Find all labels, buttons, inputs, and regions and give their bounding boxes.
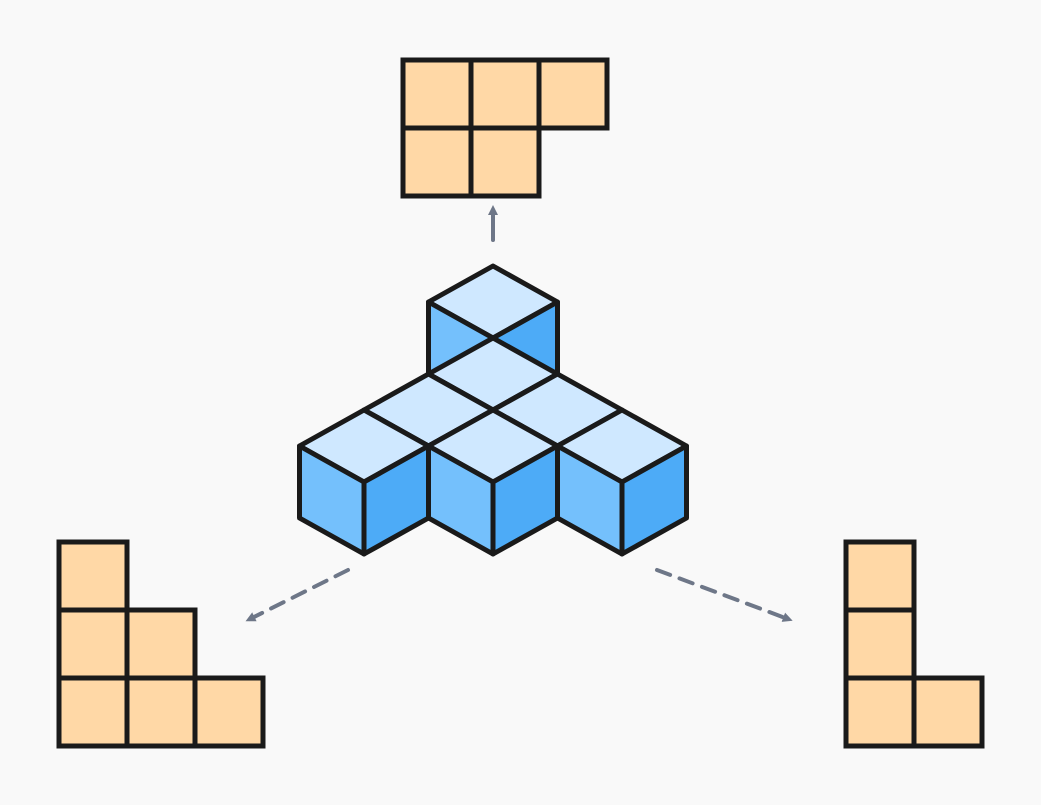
top-view-cell [468,57,542,131]
front-view-cell [124,675,198,749]
arrow-right-to-side-view [655,568,793,622]
cube [426,407,560,557]
front-view-cell [192,675,266,749]
front-view-projection [56,539,266,749]
front-view-cell [56,607,130,681]
isometric-cube-stack [297,263,689,557]
side-view-cell [843,675,917,749]
front-view-cell [124,607,198,681]
side-view-cell [911,675,985,749]
cube-right-face [619,443,689,557]
side-view-projection [843,539,985,749]
top-view-projection [400,57,610,199]
top-view-cell [536,57,610,131]
arrow-left-to-front-view [245,568,350,622]
top-view-cell [400,125,474,199]
cube-right-face [361,443,431,557]
front-view-cell [56,675,130,749]
arrows [245,205,793,622]
cube [297,407,431,557]
side-view-cell [843,539,917,613]
cube [555,407,689,557]
front-view-cell [56,539,130,613]
top-view-cell [468,125,542,199]
side-view-cell [843,607,917,681]
top-view-cell [400,57,474,131]
